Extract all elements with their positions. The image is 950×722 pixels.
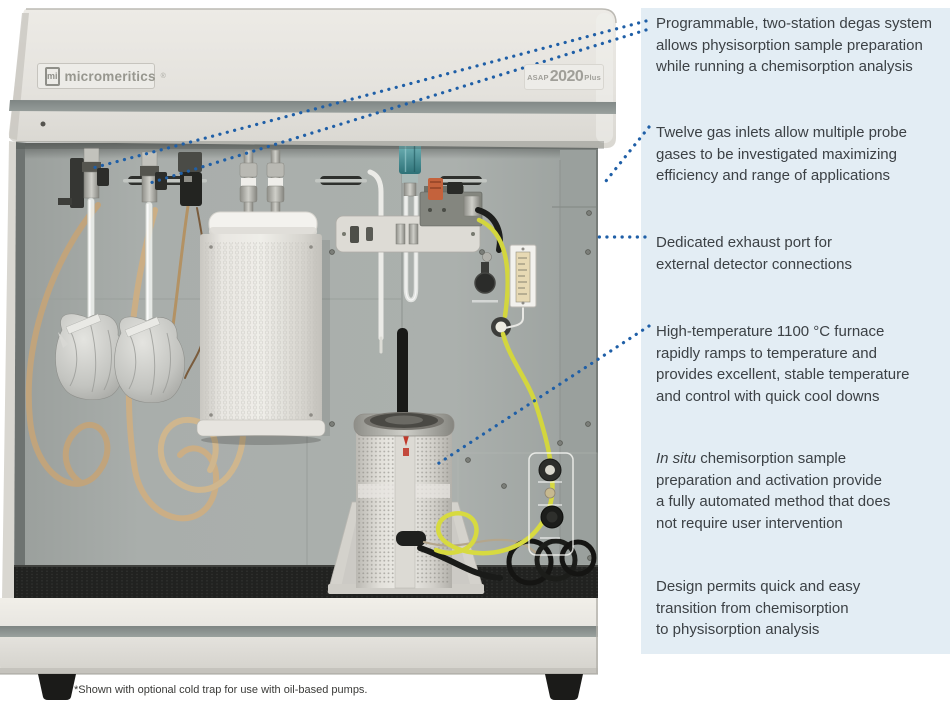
thermocouple-rod [367,169,384,341]
base-cabinet [0,598,598,675]
foot-right [545,674,583,700]
footnote: *Shown with optional cold trap for use w… [74,684,368,696]
support-bracket [335,215,481,253]
mi-logo-icon: mi [45,66,60,86]
annotation-panel: Programmable, two-station degas system a… [641,8,950,654]
leader-line-degas-a [87,19,648,171]
annotation-gas-inlets: Twelve gas inlets allow multiple probe g… [656,124,907,184]
connection-panel [528,452,574,556]
yellow-tube-upper [476,217,510,319]
thermocouple-port [474,272,496,294]
connector-top [545,465,555,475]
connector-bottom [540,505,564,529]
degas-station-left [58,147,109,331]
furnace-logo-mark [402,432,410,446]
furnace-knob [396,531,426,546]
model-suffix: Plus [584,72,601,82]
elevator-slot [397,328,408,448]
annotation-degas-system: Programmable, two-station degas system a… [656,15,932,75]
model-prefix: ASAP [527,72,549,82]
annotation-furnace: High-temperature 1100 °C furnace rapidly… [656,323,910,405]
sample-port-cap [399,142,421,174]
furnace-small [327,412,485,594]
gas-fittings [239,149,285,215]
model-badge: ASAP 2020 Plus [524,64,604,90]
registered-mark: ® [160,72,166,80]
annotation-exhaust-port: Dedicated exhaust port for external dete… [656,234,852,273]
tubing-loops [25,202,246,522]
hood-stripe [9,100,616,114]
panel-screws [329,210,593,561]
flow-meter [504,244,537,329]
furnace-large [196,149,330,445]
panel-handle-slots [123,176,487,185]
annotation-design: Design permits quick and easy transition… [656,578,861,638]
in-situ-italic: In situ [656,450,697,467]
leader-line-degas-b [148,28,648,185]
valve-block [419,178,483,227]
brand-logo: mi micromeritics ® [37,63,166,89]
glass-u-tube [403,196,419,303]
sample-tube-assembly [335,140,503,354]
deck [14,565,598,600]
black-cable [475,207,503,253]
cables [417,331,597,586]
foot-left [38,674,76,700]
degas-third-fitting [178,152,202,206]
insulation-mantle-left [55,313,126,401]
leader-line-furnace [434,324,651,467]
annotation-in-situ: In situ chemisorption sample preparation… [656,448,944,534]
brand-name: micromeritics [64,68,156,84]
degas-station-right [140,151,167,335]
insulation-mantle-right [114,316,185,404]
exhaust-fitting [495,321,507,333]
in-situ-rest: chemisorption sample preparation and act… [656,450,891,532]
instrument-bay [2,141,598,600]
model-number: 2020 [549,68,584,85]
